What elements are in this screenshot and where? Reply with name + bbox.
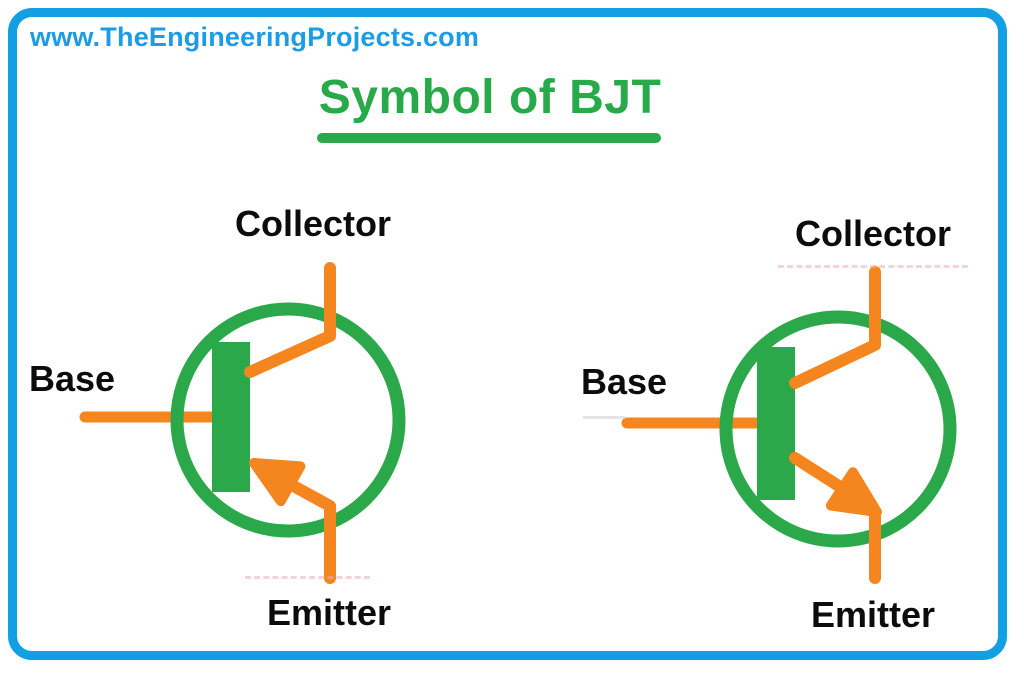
pnp-collector-lead [244, 262, 336, 378]
pnp-emitter-label: Emitter [266, 592, 392, 633]
page-title: Symbol of BJT [318, 71, 662, 124]
npn-collector-label: Collector [794, 213, 952, 254]
npn-circle [719, 310, 957, 548]
npn-base-label: Base [581, 361, 668, 402]
npn-base-bar [757, 347, 795, 500]
npn-emitter-diagonal [789, 452, 851, 496]
watermark-url: www.TheEngineeringProjects.com [30, 22, 480, 52]
pnp-emitter-lead [282, 477, 336, 584]
npn-emitter-arrow-icon [825, 467, 882, 517]
pnp-base-bar [212, 342, 250, 492]
ghost-artifact-left-emitter [245, 576, 370, 579]
title-underline [317, 133, 661, 143]
ghost-artifact-right-collector [778, 265, 968, 268]
pnp-collector-label: Collector [234, 203, 392, 244]
npn-transistor-icon [621, 266, 957, 584]
border-frame [8, 8, 1007, 660]
npn-collector-lead [789, 266, 881, 389]
pnp-emitter-arrow-icon [249, 458, 306, 507]
pnp-transistor-icon [79, 262, 406, 584]
ghost-artifact-right-base [583, 416, 625, 419]
npn-emitter-label: Emitter [810, 594, 936, 635]
pnp-base-label: Base [29, 358, 116, 399]
pnp-circle [170, 302, 406, 538]
